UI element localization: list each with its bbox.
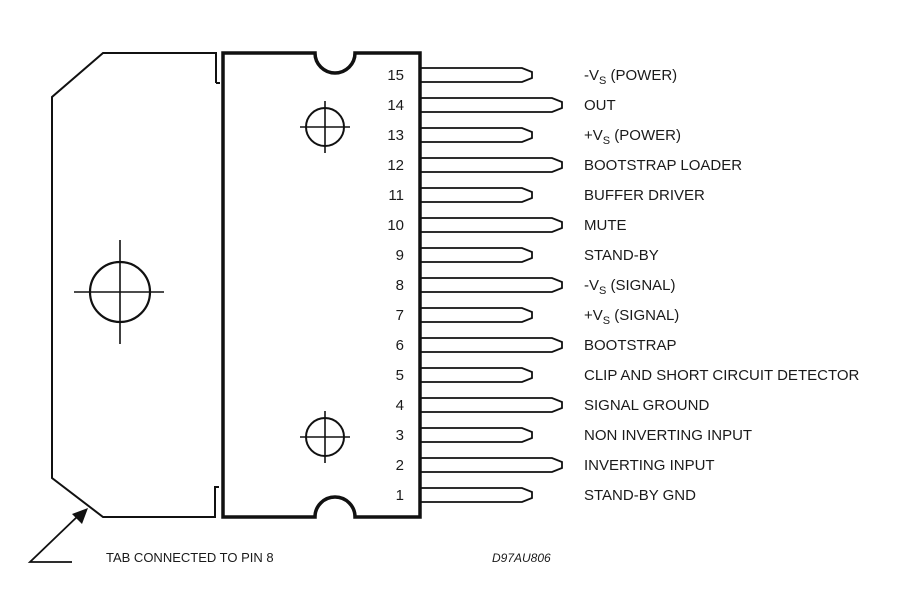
pin-label: BUFFER DRIVER [584, 187, 705, 204]
pin-label: NON INVERTING INPUT [584, 427, 752, 444]
pin-1: 1 STAND-BY GND [396, 487, 696, 504]
pin-label: INVERTING INPUT [584, 457, 715, 474]
pin-lead [420, 397, 563, 413]
pin-lead [420, 127, 533, 143]
pin-7: 7 +VS (SIGNAL) [396, 307, 680, 327]
pin-lead [420, 307, 533, 323]
pin-lead [420, 67, 533, 83]
tab-mounting-hole-icon [74, 240, 164, 344]
pin-label: SIGNAL GROUND [584, 397, 709, 414]
package-body [221, 51, 422, 519]
pin-lead [420, 457, 563, 473]
pin-2: 2 INVERTING INPUT [396, 457, 715, 474]
pin-lead [420, 247, 533, 263]
pin-label: -VS (POWER) [584, 67, 677, 87]
pin-label: +VS (POWER) [584, 127, 681, 147]
pin-label: +VS (SIGNAL) [584, 307, 679, 327]
tab-note: TAB CONNECTED TO PIN 8 [106, 550, 274, 565]
pin-lead [420, 277, 563, 293]
pin-lead [420, 427, 533, 443]
pin-lead [420, 157, 563, 173]
pin-number: 9 [396, 247, 404, 264]
tab-arrow-icon [27, 508, 88, 563]
pin-number: 7 [396, 307, 404, 324]
pin-number: 11 [388, 187, 404, 204]
pin-number: 6 [396, 337, 404, 354]
pin-label: -VS (SIGNAL) [584, 277, 676, 297]
pin-number: 8 [396, 277, 404, 294]
pin-number: 3 [396, 427, 404, 444]
pin-6: 6 BOOTSTRAP [396, 337, 677, 354]
pin-label: STAND-BY [584, 247, 659, 264]
pin-number: 1 [396, 487, 404, 504]
pin-number: 14 [387, 97, 404, 114]
pin-10: 10 MUTE [387, 217, 626, 234]
pin-label: MUTE [584, 217, 627, 234]
pin-9: 9 STAND-BY [396, 247, 659, 264]
pin-lead [420, 97, 563, 113]
pin-label: CLIP AND SHORT CIRCUIT DETECTOR [584, 367, 859, 384]
pin-number: 5 [396, 367, 404, 384]
pin-number: 12 [387, 157, 404, 174]
pin-label: BOOTSTRAP LOADER [584, 157, 742, 174]
heatsink-tab-outline [51, 52, 219, 518]
pin-label: BOOTSTRAP [584, 337, 677, 354]
pin-number: 10 [387, 217, 404, 234]
pin-8: 8 -VS (SIGNAL) [396, 277, 676, 297]
drawing-code: D97AU806 [492, 551, 551, 565]
pin-lead [420, 187, 533, 203]
pin-5: 5 CLIP AND SHORT CIRCUIT DETECTOR [396, 367, 860, 384]
pin-number: 13 [387, 127, 404, 144]
pin-12: 12 BOOTSTRAP LOADER [387, 157, 742, 174]
pin-11: 11 BUFFER DRIVER [388, 187, 705, 204]
pin-15: 15 -VS (POWER) [387, 67, 677, 87]
pin-number: 15 [387, 67, 404, 84]
pin-label: OUT [584, 97, 616, 114]
pin-4: 4 SIGNAL GROUND [396, 397, 710, 414]
pin-lead [420, 487, 533, 503]
pin-lead [420, 217, 563, 233]
pin-14: 14 OUT [387, 97, 615, 114]
pin-3: 3 NON INVERTING INPUT [396, 427, 752, 444]
pin-13: 13 +VS (POWER) [387, 127, 681, 147]
pin-label: STAND-BY GND [584, 487, 696, 504]
mounting-hole-bottom-icon [300, 411, 350, 463]
pin-lead [420, 367, 533, 383]
mounting-hole-top-icon [300, 101, 350, 153]
pin-number: 4 [396, 397, 404, 414]
pin-number: 2 [396, 457, 404, 474]
pin-lead [420, 337, 563, 353]
